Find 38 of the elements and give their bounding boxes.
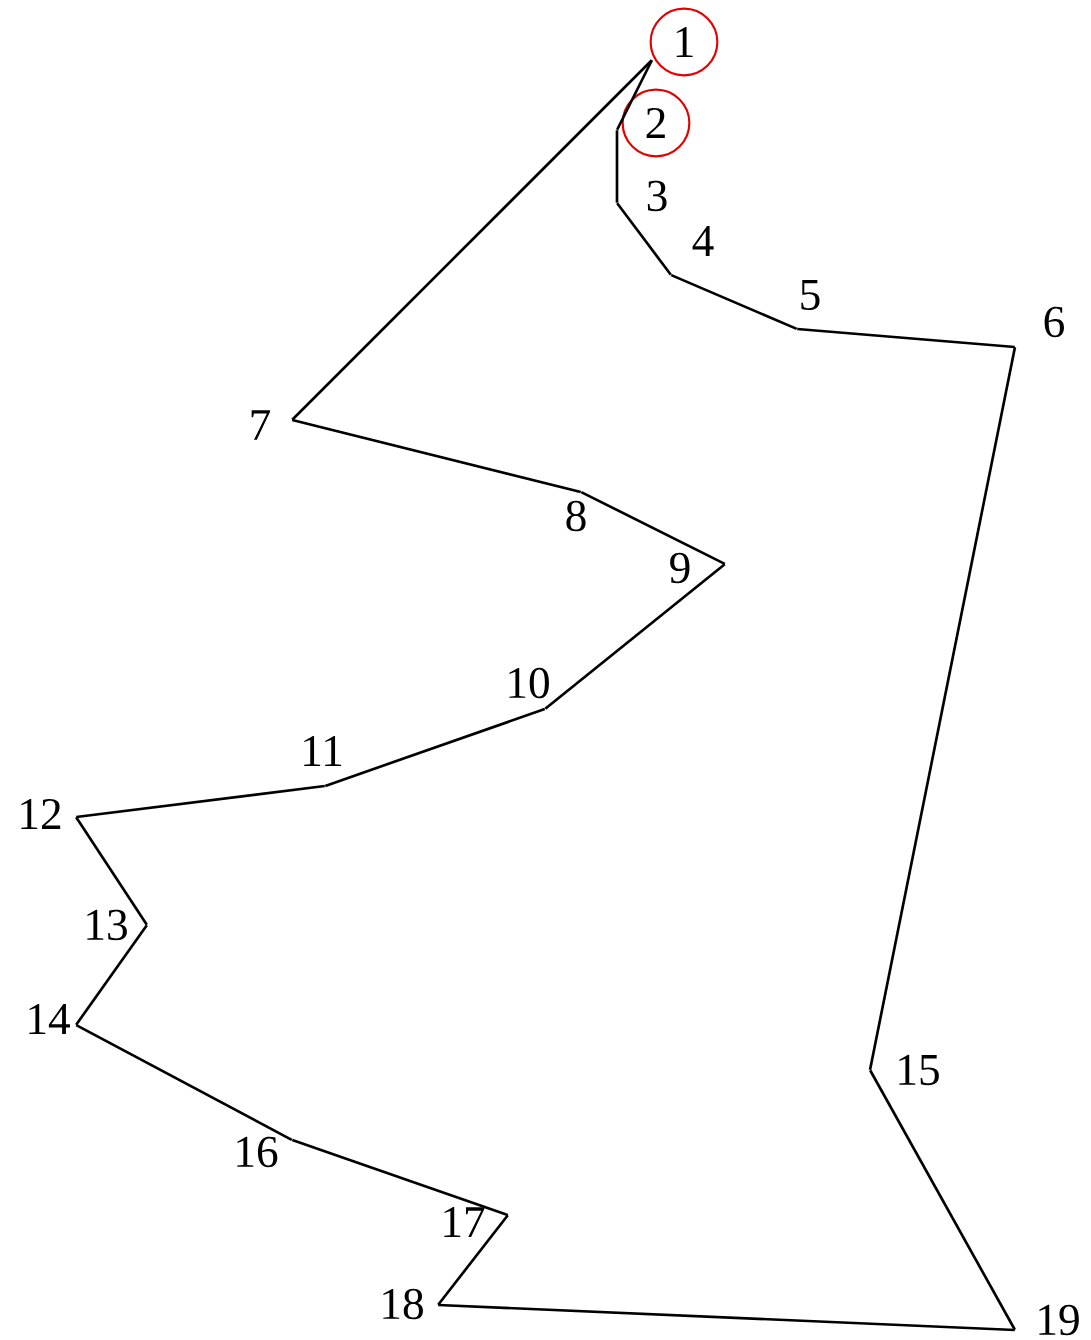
polygon-edge [438,1303,1015,1332]
vertex-label: 8 [566,500,586,532]
polygon-edge [670,273,798,331]
vertex-label: 11 [304,736,342,766]
polygon-edge [75,1023,293,1142]
polygon-edge [291,1138,509,1217]
polygon-edge [75,924,148,1026]
vertex-label: 6 [1044,306,1064,338]
polygon-edge [869,1069,1016,1331]
vertex-label: 7 [251,410,271,440]
vertex-label: 14 [29,1004,70,1034]
polygon-edge [76,784,325,819]
vertex-label: 10 [509,667,549,699]
polygon-edge [75,816,148,926]
polygon-edge [437,1214,509,1306]
vertex-label: 15 [899,1054,939,1086]
vertex-label: 3 [647,180,667,212]
polygon-edge [797,327,1015,349]
polygon-edge [615,130,619,203]
circled-number: 2 [621,88,691,158]
vertex-label: 4 [692,226,714,256]
vertex-label: 19 [1039,1304,1079,1336]
vertex-label: 5 [801,279,820,311]
polygon-edge [544,563,726,710]
vertex-label: 13 [87,909,127,941]
polygon-edge [324,707,546,788]
polygon-edge [291,59,653,421]
vertex-label: 16 [237,1136,278,1168]
vertex-label: 9 [670,552,690,584]
vertex-label: 17 [444,1207,485,1237]
circled-number: 1 [649,7,719,77]
polygon-edge [615,59,654,131]
polygon-edge [580,490,726,566]
polygon-edge [616,202,672,276]
vertex-label: 12 [21,799,61,829]
polygon-edge [291,418,582,494]
polygon-edge [868,347,1017,1070]
vertex-label: 18 [383,1288,423,1320]
